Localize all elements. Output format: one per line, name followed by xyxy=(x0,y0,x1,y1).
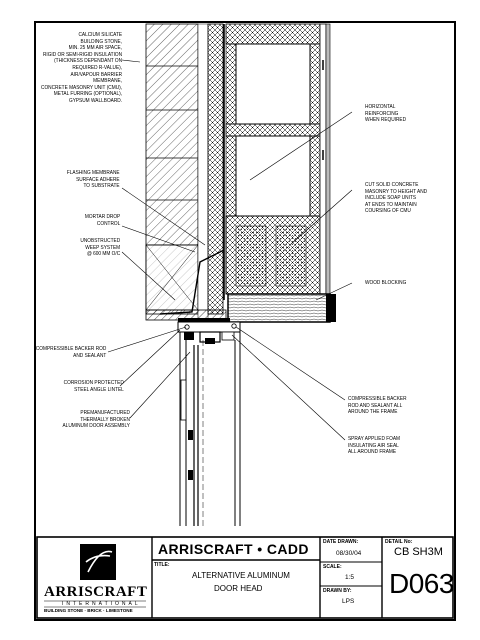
logo-tagline: BUILDING STONE · BRICK · LIMESTONE xyxy=(44,608,133,613)
flashing-membrane xyxy=(159,249,225,315)
logo-name: ARRISCRAFT xyxy=(44,584,148,600)
note-wall-assembly: CALCIUM SILICATE BUILDING STONE, MIN. 25… xyxy=(40,32,122,104)
door-frame xyxy=(177,321,241,526)
company-heading: ARRISCRAFT • CADD xyxy=(158,541,309,557)
title-label: TITLE: xyxy=(154,562,170,568)
wall-section xyxy=(145,23,336,526)
scale-value: 1:5 xyxy=(345,574,355,581)
sheet-border xyxy=(34,21,456,621)
note-horizontal-reinforcing: HORIZONTAL REINFORCING WHEN REQUIRED xyxy=(365,104,407,124)
note-mortar-drop: MORTAR DROP CONTROL xyxy=(84,214,120,227)
title-line1: ALTERNATIVE ALUMINUM xyxy=(192,571,290,580)
date-label: DATE DRAWN: xyxy=(323,539,359,545)
rigid-insulation xyxy=(207,23,224,315)
cmu-blocks xyxy=(225,23,321,295)
note-flashing: FLASHING MEMBRANE SURFACE ADHERE TO SUBS… xyxy=(67,170,120,190)
note-cut-concrete: CUT SOLID CONCRETE MASONRY TO HEIGHT AND… xyxy=(365,182,428,215)
date-value: 08/30/04 xyxy=(336,550,362,557)
note-wood-blocking: WOOD BLOCKING xyxy=(365,280,407,286)
arriscraft-logo xyxy=(80,544,116,580)
gypsum-wallboard xyxy=(325,23,331,295)
note-door-assembly: PREMANUFACTURED THERMALLY BROKEN ALUMINU… xyxy=(62,410,130,430)
detail-series: CB SH3M xyxy=(394,546,443,558)
wood-blocking xyxy=(227,293,331,323)
note-backer-rod-right: COMPRESSIBLE BACKER ROD AND SEALANT ALL … xyxy=(348,396,407,416)
drawn-value: LPS xyxy=(342,598,355,605)
drawn-label: DRAWN BY: xyxy=(323,588,352,594)
note-spray-foam: SPRAY APPLIED FOAM INSULATING AIR SEAL A… xyxy=(348,436,401,456)
logo-sub: INTERNATIONAL xyxy=(62,601,141,607)
note-lintel: CORROSION PROTECTED STEEL ANGLE LINTEL xyxy=(63,380,124,393)
title-line2: DOOR HEAD xyxy=(214,584,263,593)
leader-lines xyxy=(107,59,353,441)
scale-label: SCALE: xyxy=(323,564,342,570)
note-weep: UNOBSTRUCTED WEEP SYSTEM @ 600 MM O/C xyxy=(80,238,120,258)
detail-label: DETAIL No: xyxy=(385,539,413,545)
detail-number: D063 xyxy=(389,568,454,599)
title-block xyxy=(36,536,454,619)
note-backer-rod-left: COMPRESSIBLE BACKER ROD AND SEALANT xyxy=(35,346,106,359)
air-space xyxy=(197,23,209,325)
